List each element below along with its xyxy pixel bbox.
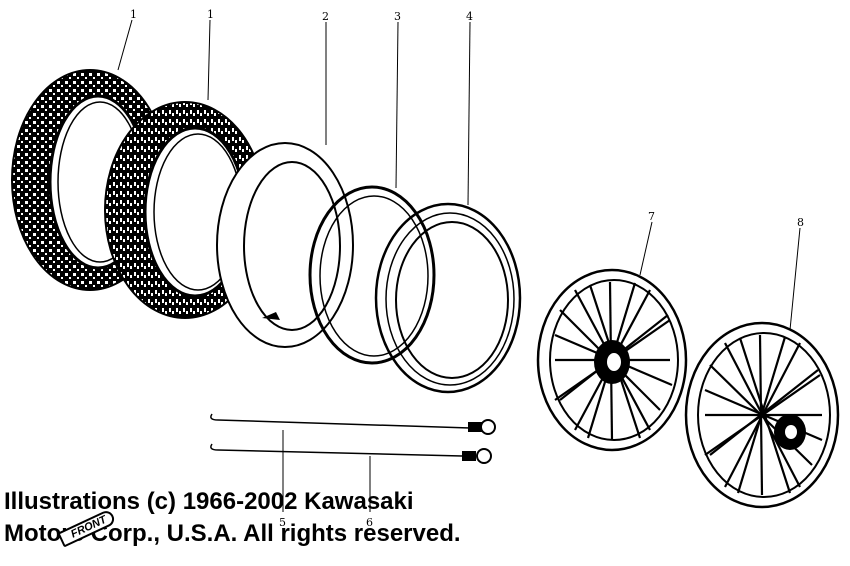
part-label: 1 bbox=[207, 8, 214, 21]
part-label: 6 bbox=[366, 516, 373, 529]
rear-wheel bbox=[684, 321, 840, 509]
front-wheel bbox=[536, 268, 688, 452]
rim bbox=[374, 202, 522, 394]
part-label: 7 bbox=[648, 210, 655, 223]
spoke-5 bbox=[210, 413, 496, 435]
part-label: 8 bbox=[797, 216, 804, 229]
part-label: 1 bbox=[130, 8, 137, 21]
inner-tube bbox=[216, 142, 354, 348]
part-label: 2 bbox=[322, 10, 329, 23]
spoke-6 bbox=[210, 443, 492, 464]
part-label: 3 bbox=[394, 10, 401, 23]
copyright-line-1: Illustrations (c) 1966-2002 Kawasaki bbox=[4, 488, 414, 515]
part-label: 5 bbox=[279, 516, 286, 529]
rim-band bbox=[308, 185, 436, 365]
part-label: 4 bbox=[466, 10, 473, 23]
leader-lines bbox=[117, 19, 801, 512]
